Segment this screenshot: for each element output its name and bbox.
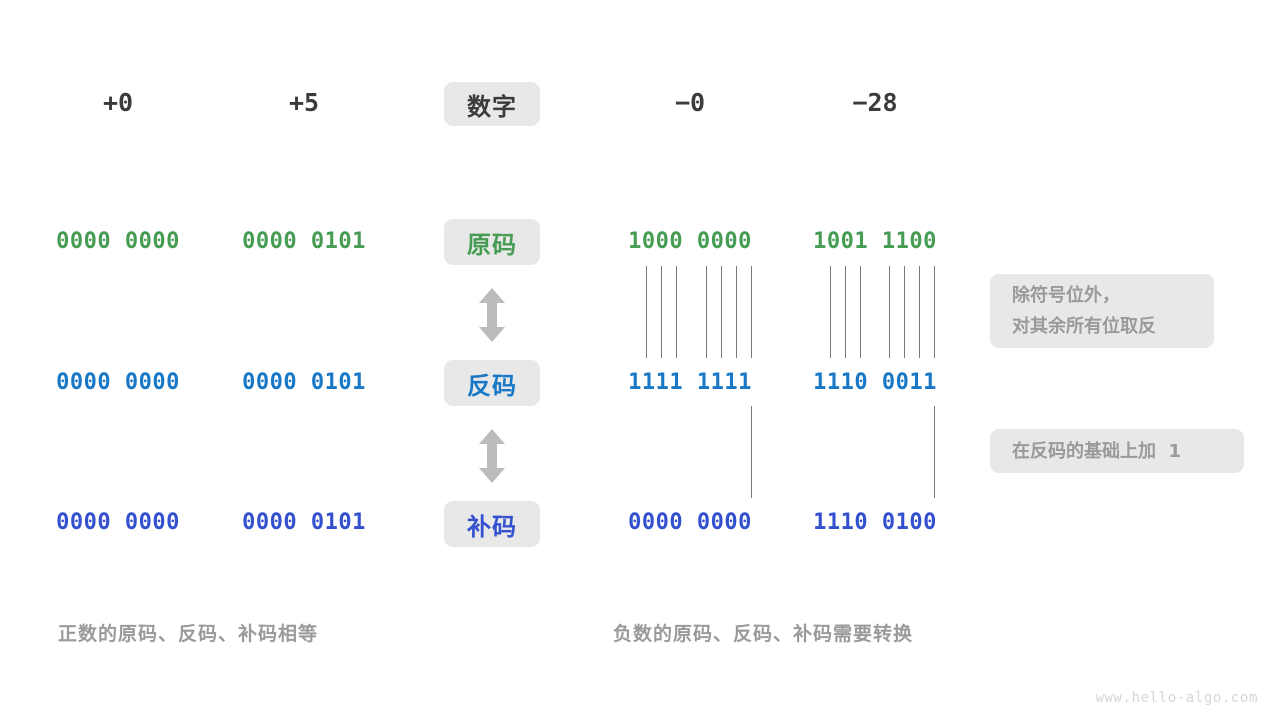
- caption-positive: 正数的原码、反码、补码相等: [58, 623, 319, 645]
- note-invert-bits-line1: 除符号位外，: [1012, 285, 1120, 306]
- carry-connector: [934, 406, 935, 498]
- row-twos-complement-value-minus-zero: 0000 0000: [628, 510, 752, 535]
- bit-connector: [830, 266, 831, 358]
- row-label-number: 数字: [444, 82, 540, 126]
- bit-connector: [845, 266, 846, 358]
- note-add-one-line1: 在反码的基础上加 1: [1012, 440, 1182, 462]
- note-invert-bits-line2: 对其余所有位取反: [1012, 316, 1156, 337]
- header-value-plus-five: +5: [288, 88, 320, 117]
- note-invert-bits: 除符号位外， 对其余所有位取反: [990, 274, 1214, 348]
- row-twos-complement-value-plus-zero: 0000 0000: [56, 510, 180, 535]
- bit-connector: [706, 266, 707, 358]
- row-sign-magnitude-value-minus-zero: 1000 0000: [628, 229, 752, 254]
- row-sign-magnitude-value-plus-five: 0000 0101: [242, 229, 366, 254]
- arrow-sign-magnitude-to-ones-complement: [478, 288, 506, 347]
- bit-connector: [661, 266, 662, 358]
- header-value-minus-twentyeight: −28: [852, 88, 898, 117]
- header-value-minus-zero: −0: [674, 88, 706, 117]
- row-label-sign-magnitude: 原码: [444, 219, 540, 265]
- bit-connector: [676, 266, 677, 358]
- row-ones-complement-value-minus-zero: 1111 1111: [628, 370, 752, 395]
- row-label-twos-complement: 补码: [444, 501, 540, 547]
- bit-connector: [904, 266, 905, 358]
- row-ones-complement-value-plus-zero: 0000 0000: [56, 370, 180, 395]
- watermark: www.hello-algo.com: [1095, 690, 1258, 706]
- note-add-one: 在反码的基础上加 1: [990, 429, 1244, 473]
- row-sign-magnitude-value-minus-twentyeight: 1001 1100: [813, 229, 937, 254]
- caption-negative: 负数的原码、反码、补码需要转换: [613, 623, 914, 645]
- bit-connector: [646, 266, 647, 358]
- bit-connector: [919, 266, 920, 358]
- bit-connector: [860, 266, 861, 358]
- row-twos-complement-value-plus-five: 0000 0101: [242, 510, 366, 535]
- bit-connector: [751, 266, 752, 358]
- row-label-ones-complement: 反码: [444, 360, 540, 406]
- carry-connector: [751, 406, 752, 498]
- bit-connector: [721, 266, 722, 358]
- bit-connector: [889, 266, 890, 358]
- bit-connector: [934, 266, 935, 358]
- bit-connector: [736, 266, 737, 358]
- header-value-plus-zero: +0: [102, 88, 134, 117]
- row-ones-complement-value-plus-five: 0000 0101: [242, 370, 366, 395]
- row-twos-complement-value-minus-twentyeight: 1110 0100: [813, 510, 937, 535]
- arrow-ones-complement-to-twos-complement: [478, 429, 506, 488]
- row-sign-magnitude-value-plus-zero: 0000 0000: [56, 229, 180, 254]
- row-ones-complement-value-minus-twentyeight: 1110 0011: [813, 370, 937, 395]
